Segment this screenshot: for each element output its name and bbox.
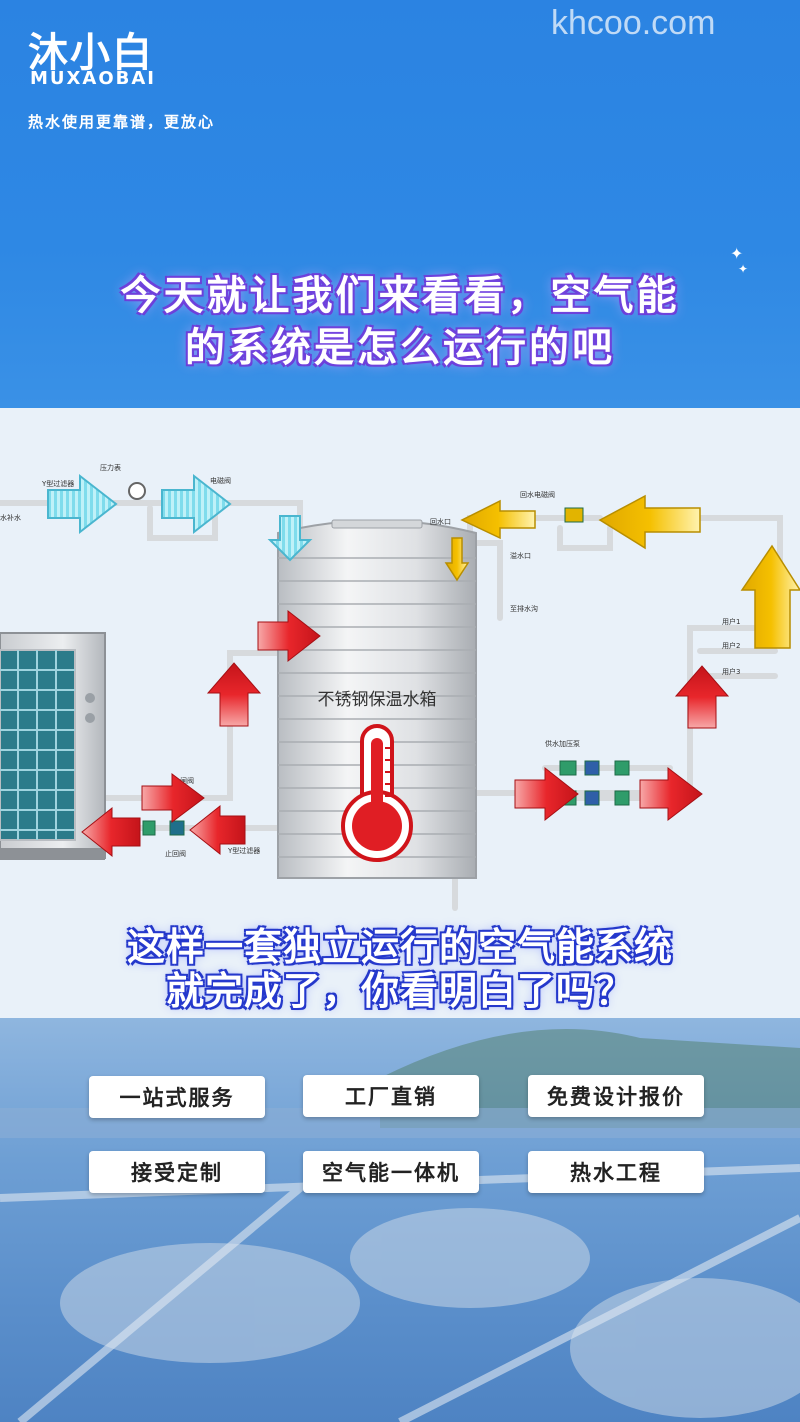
storage-tank: 不锈钢保温水箱 [277, 519, 477, 879]
thermometer-icon [341, 724, 413, 862]
label-supply-pump: 供水加压泵 [545, 739, 580, 748]
label-solenoid-valve: 电磁阀 [210, 476, 231, 485]
label-user-3: 用户3 [722, 667, 740, 676]
hot-flow-arrows [81, 609, 730, 858]
headline-line-1: 今天就让我们来看看，空气能 [120, 273, 680, 319]
return-loop-pipe [557, 525, 613, 551]
caption-line-2: 就完成了，你看明白了吗？ [165, 969, 634, 1013]
system-diagram: 不锈钢保温水箱 [0, 408, 800, 1018]
arrow-right-icon [514, 766, 579, 822]
label-y-filter-top: Y型过滤器 [41, 479, 74, 488]
label-water-inlet: 水补水 [0, 513, 21, 522]
service-tag[interactable]: 工厂直销 [303, 1075, 479, 1117]
service-tag[interactable]: 接受定制 [89, 1151, 265, 1193]
arrow-right-icon [47, 473, 118, 535]
heat-pump-unit [0, 632, 106, 860]
arrow-left-icon [598, 494, 701, 550]
arrow-right-icon [257, 609, 321, 663]
sparkle-icon: ✦ [738, 262, 749, 276]
service-tag[interactable]: 一站式服务 [89, 1076, 265, 1118]
footer-services: 一站式服务 工厂直销 免费设计报价 接受定制 空气能一体机 热水工程 [0, 1018, 800, 1422]
bypass-pipe [147, 505, 218, 541]
label-overflow-port: 溢水口 [510, 551, 531, 560]
return-arrows [444, 494, 800, 649]
label-check-valve: 止回阀 [165, 849, 186, 858]
arrow-left-icon [460, 499, 536, 540]
arrow-left-icon [189, 804, 246, 856]
label-user-1: 用户1 [722, 617, 740, 626]
label-drain: 至排水沟 [510, 604, 538, 613]
overflow-pipe [473, 540, 503, 621]
arrow-right-icon [639, 766, 703, 822]
brand-logo-cn: 沐小白 [28, 30, 154, 76]
service-tag[interactable]: 空气能一体机 [303, 1151, 479, 1193]
label-return-valve: 回水电磁阀 [520, 490, 555, 499]
pressure-gauge-icon [128, 482, 146, 500]
brand-slogan: 热水使用更靠谱，更放心 [28, 113, 216, 131]
brand-logo-en: MUXAOBAI [30, 68, 156, 89]
service-tag[interactable]: 热水工程 [528, 1151, 704, 1193]
label-y-filter-bottom: Y型过滤器 [227, 846, 260, 855]
cold-inlet-arrows [47, 473, 313, 562]
arrow-right-icon [141, 773, 205, 823]
arrow-right-icon [161, 473, 232, 535]
sparkle-icon: ✦ [730, 244, 744, 263]
arrow-up-icon [740, 544, 800, 649]
tank-label: 不锈钢保温水箱 [318, 690, 437, 710]
header-banner: 沐小白 MUXAOBAI 热水使用更靠谱，更放心 khcoo.com 今天就让我… [0, 0, 800, 408]
headline-line-2: 的系统是怎么运行的吧 [185, 325, 615, 371]
service-tag[interactable]: 免费设计报价 [528, 1075, 704, 1117]
arrow-left-icon [81, 806, 141, 858]
arrow-down-icon [267, 515, 313, 562]
arrow-up-icon [674, 665, 730, 729]
caption-line-1: 这样一套独立运行的空气能系统 [126, 925, 673, 969]
label-gate-valve: 闸阀 [180, 776, 194, 785]
label-user-2: 用户2 [722, 641, 740, 650]
system-diagram-svg: 不锈钢保温水箱 [0, 463, 800, 911]
arrow-up-icon [206, 662, 262, 727]
label-return-port: 回水口 [430, 517, 451, 526]
label-pressure-gauge: 压力表 [100, 463, 121, 472]
watermark: khcoo.com [551, 4, 716, 42]
arrow-down-icon [444, 537, 470, 582]
